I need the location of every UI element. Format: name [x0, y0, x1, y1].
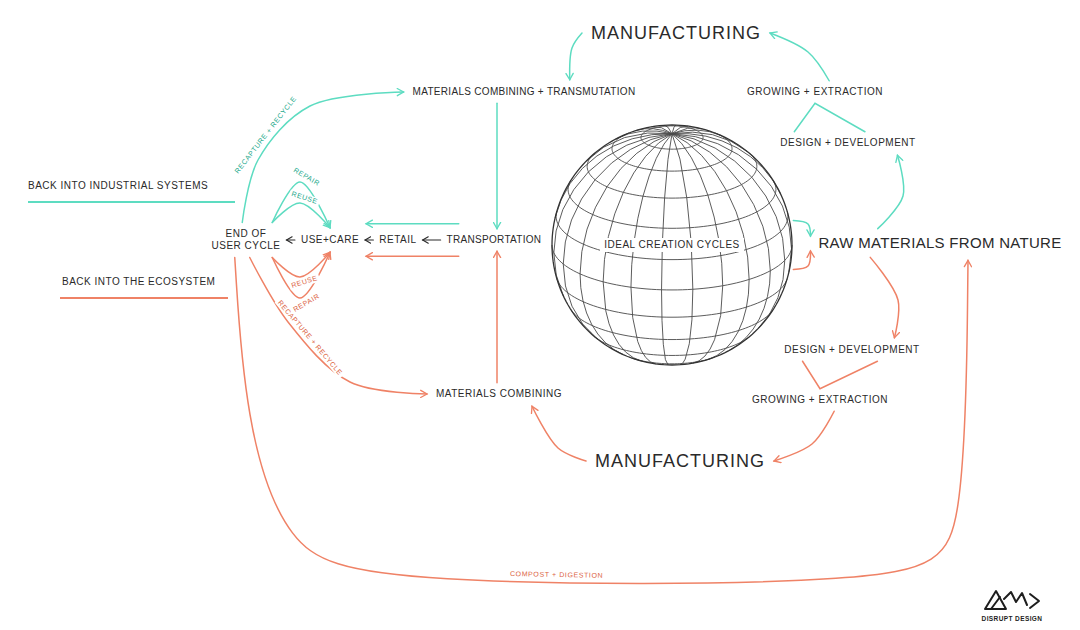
node-text: GROWING + EXTRACTION — [747, 86, 883, 99]
edge-label: RECAPTURE + RECYCLE — [274, 297, 345, 378]
logo-mark — [985, 591, 1039, 609]
source-label: RAW MATERIALS FROM NATURE — [815, 232, 1064, 255]
stage-label: GROWING + EXTRACTION — [744, 84, 886, 101]
stage-label: MATERIALS COMBINING + TRANSMUTATION — [410, 84, 639, 101]
logo-chevron — [1030, 594, 1039, 608]
stage-title: MANUFACTURING — [588, 20, 764, 47]
logo-triangle — [985, 591, 1006, 609]
node-text: DESIGN + DEVELOPMENT — [780, 137, 915, 150]
logo-zigzag — [1004, 592, 1027, 605]
flow-arrow — [423, 239, 441, 240]
flow-arrow — [366, 256, 459, 258]
flow-arrow — [365, 239, 373, 240]
flow-arrow — [272, 252, 330, 298]
node-text: GROWING + EXTRACTION — [752, 394, 888, 407]
stage-label: USE+CARE — [298, 232, 362, 249]
flow-arrow — [272, 203, 330, 228]
node-text: MANUFACTURING — [591, 22, 761, 45]
flow-arrow — [235, 258, 968, 584]
flow-arrow — [496, 251, 498, 383]
node-text: RETAIL — [379, 234, 416, 247]
flow-arrow — [794, 103, 865, 132]
stage-label: DESIGN + DEVELOPMENT — [777, 135, 918, 152]
node-text: RAW MATERIALS FROM NATURE — [818, 234, 1061, 253]
node-text: MATERIALS COMBINING — [436, 388, 562, 401]
flow-arrow — [532, 406, 586, 461]
legend-underline — [60, 297, 228, 299]
node-text: END OF USER CYCLE — [212, 228, 281, 253]
logo-stroke — [991, 597, 1000, 609]
stage-label: TRANSPORTATION — [444, 232, 545, 249]
node-text: IDEAL CREATION CYCLES — [600, 238, 744, 253]
flow-arrow — [366, 223, 459, 225]
edge-label: COMPOST + DIGESTION — [508, 570, 605, 580]
globe-outline — [552, 125, 792, 365]
globe: IDEAL CREATION CYCLES — [550, 123, 794, 367]
legend-entry: BACK INTO THE ECOSYSTEM — [62, 276, 215, 289]
node-text: MATERIALS COMBINING + TRANSMUTATION — [413, 86, 636, 99]
flow-arrow — [793, 221, 810, 237]
flow-arrow — [793, 251, 810, 269]
flow-arrow — [496, 103, 498, 229]
connectors — [235, 33, 968, 583]
flow-arrow — [878, 155, 904, 228]
flow-arrow — [770, 33, 829, 81]
node-text: TRANSPORTATION — [447, 234, 542, 247]
flow-arrow — [272, 182, 330, 228]
edge-label: RECAPTURE + RECYCLE — [232, 93, 300, 176]
node-text: USE+CARE — [301, 234, 359, 247]
legend-underline — [28, 201, 235, 203]
flow-arrow — [250, 258, 427, 395]
stage-label: MATERIALS COMBINING — [433, 386, 565, 403]
node-text: DESIGN + DEVELOPMENT — [784, 344, 919, 357]
logo-text: DISRUPT DESIGN — [982, 615, 1043, 623]
flow-arrow — [803, 361, 878, 389]
stage-label: END OF USER CYCLE — [209, 226, 284, 255]
globe-grid — [552, 125, 792, 365]
stage-label: DESIGN + DEVELOPMENT — [781, 342, 922, 359]
flow-arrow — [242, 92, 403, 223]
stage-label: GROWING + EXTRACTION — [749, 392, 891, 409]
legend-text: BACK INTO THE ECOSYSTEM — [62, 276, 215, 289]
stage-label: RETAIL — [376, 232, 419, 249]
flow-arrow — [774, 411, 834, 461]
legend-text: BACK INTO INDUSTRIAL SYSTEMS — [28, 180, 208, 193]
flow-arrow — [570, 33, 582, 80]
flow-arrow — [870, 257, 899, 337]
node-text: MANUFACTURING — [595, 450, 765, 473]
flow-arrow — [287, 239, 295, 240]
legend-entry: BACK INTO INDUSTRIAL SYSTEMS — [28, 180, 208, 193]
stage-title: MANUFACTURING — [592, 448, 768, 475]
